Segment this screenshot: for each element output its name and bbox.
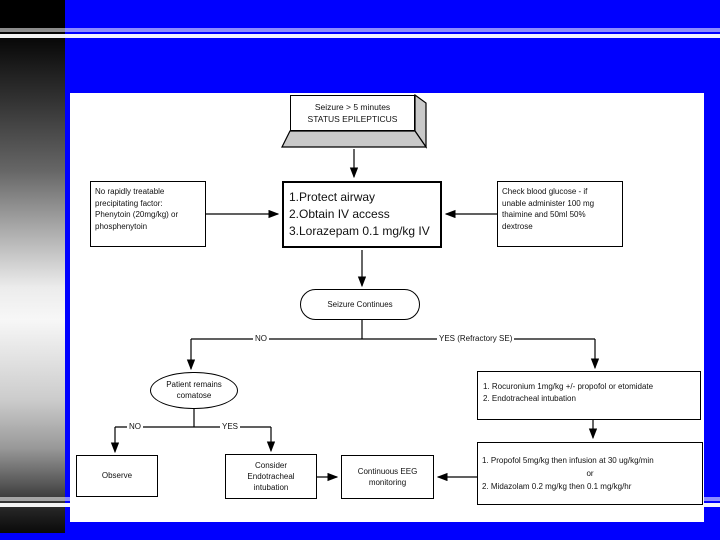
node-text-line: Consider (254, 461, 287, 470)
decision-label-line: comatose (176, 390, 212, 400)
seizure-continues-decision: Seizure Continues (300, 289, 420, 320)
decision-label-line: Patient remains (166, 380, 222, 389)
node-text-line: dextrose (502, 221, 533, 231)
precipitating-factor-node: No rapidly treatable precipitating facto… (90, 181, 206, 247)
node-text-line: 1. Rocuronium 1mg/kg +/- propofol or eto… (483, 382, 654, 391)
node-text-line: thaimine and 50ml 50% (502, 210, 586, 219)
node-text-line: unable administer 100 mg (502, 198, 595, 208)
branch-no-label: NO (253, 333, 269, 345)
node-text-line: intubation (253, 483, 289, 492)
infusion-treatment-node: 1. Propofol 5mg/kg then infusion at 30 u… (477, 442, 703, 505)
comatose-no-label: NO (127, 421, 143, 433)
node-text-line: Endotracheal (247, 472, 295, 481)
node-text-line: 2. Midazolam 0.2 mg/kg then 0.1 mg/kg/hr (482, 482, 632, 491)
node-text-line: No rapidly treatable (95, 187, 165, 196)
start-node-line: Seizure > 5 minutes (314, 102, 391, 112)
slide-content-panel: Seizure > 5 minutes STATUS EPILEPTICUS N… (70, 93, 704, 522)
node-text-line: Continuous EEG (357, 467, 418, 476)
observe-node: Observe (76, 455, 158, 497)
refractory-treatment-node: 1. Rocuronium 1mg/kg +/- propofol or eto… (477, 371, 701, 420)
start-node: Seizure > 5 minutes STATUS EPILEPTICUS (290, 95, 415, 131)
node-text-line: 1. Propofol 5mg/kg then infusion at 30 u… (482, 456, 654, 465)
node-text-line: Check blood glucose - if (502, 187, 588, 196)
node-text-line: precipitating factor: (95, 198, 163, 208)
start-box-3d-bottom-face (281, 130, 428, 148)
node-text-line: 1.Protect airway (289, 190, 376, 204)
top-stripe-gray (0, 28, 720, 32)
node-text-line: phosphenytoin (95, 221, 148, 231)
eeg-monitoring-node: Continuous EEG monitoring (341, 455, 434, 499)
node-text-line: 2.Obtain IV access (289, 207, 390, 221)
node-text-line: or (586, 469, 594, 478)
node-text-line: Observe (101, 471, 133, 481)
node-text-line: 2. Endotracheal intubation (483, 394, 576, 403)
comatose-yes-label: YES (220, 421, 241, 433)
consider-intubation-node: Consider Endotracheal intubation (225, 454, 317, 499)
airway-protocol-node: 1.Protect airway 2.Obtain IV access 3.Lo… (282, 181, 442, 248)
node-text-line: Phenytoin (20mg/kg) or (95, 210, 179, 219)
top-stripe-white (0, 34, 720, 38)
branch-yes-refractory-label: YES (Refractory SE) (437, 333, 515, 345)
decision-label: Seizure Continues (327, 299, 393, 309)
comatose-decision: Patient remains comatose (150, 372, 238, 409)
blood-glucose-node: Check blood glucose - if unable administ… (497, 181, 623, 247)
start-node-line: STATUS EPILEPTICUS (307, 114, 398, 124)
node-text-line: monitoring (368, 478, 407, 487)
node-text-line: 3.Lorazepam 0.1 mg/kg IV (289, 224, 430, 238)
left-gradient-bar (0, 0, 65, 533)
